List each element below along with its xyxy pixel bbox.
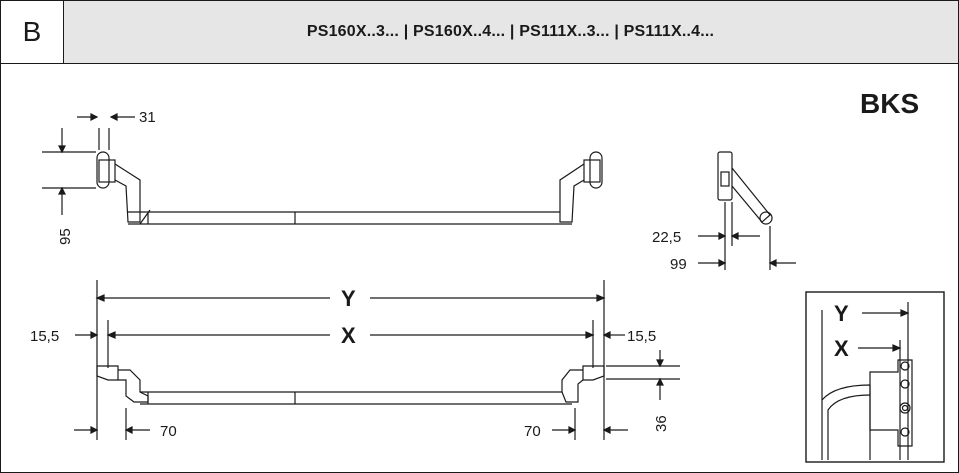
top-right-cap: [589, 151, 603, 189]
front-right-arm: [561, 369, 584, 403]
dim-x: X: [341, 323, 356, 348]
side-arm: [731, 167, 771, 223]
top-left-arm: [114, 163, 141, 223]
front-left-arm: [118, 369, 149, 403]
top-right-arm: [559, 163, 585, 223]
dim-y: Y: [341, 286, 356, 311]
header-bar: B PS160X..3... | PS160X..4... | PS111X..…: [1, 1, 958, 64]
side-plate: [717, 151, 733, 201]
dim-70-left: 70: [160, 423, 177, 440]
section-label: B: [1, 1, 64, 63]
dim-99: 99: [670, 256, 687, 273]
dim-36: 36: [653, 415, 670, 432]
front-right-mount: [582, 365, 605, 381]
dim-15-5-left: 15,5: [30, 328, 59, 345]
model-title: PS160X..3... | PS160X..4... | PS111X..3.…: [306, 23, 715, 40]
detail-mount: [869, 359, 913, 447]
dim-15-5-right: 15,5: [627, 328, 656, 345]
detail-box: [805, 291, 945, 463]
brand-label: BKS: [860, 88, 920, 119]
dim-22-5: 22,5: [652, 229, 681, 246]
dim-31: 31: [139, 109, 156, 126]
front-bar: [140, 391, 572, 405]
dim-70-right: 70: [524, 423, 541, 440]
front-left-mount: [96, 365, 119, 381]
top-bar: [128, 211, 572, 225]
dim-95: 95: [57, 228, 74, 245]
top-left-cap: [96, 151, 110, 189]
top-left-mount: [98, 159, 116, 183]
top-bar-sleeve: [147, 212, 296, 224]
detail-y: Y: [834, 301, 849, 326]
detail-x: X: [834, 336, 849, 361]
top-right-mount: [583, 159, 601, 183]
